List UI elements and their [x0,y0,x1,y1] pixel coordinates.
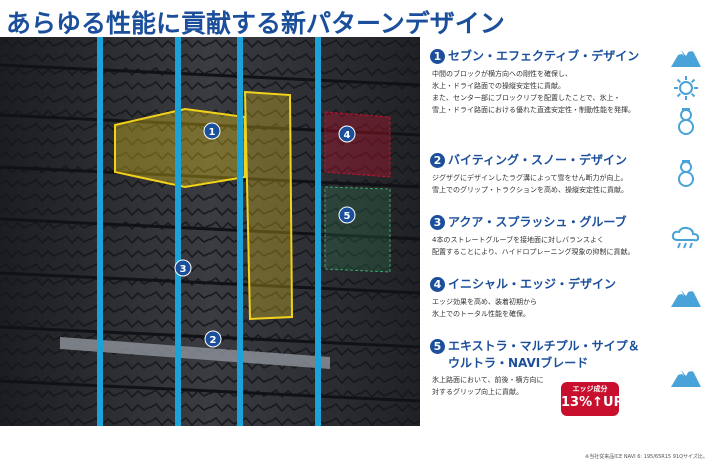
feature-1-title: セブン・エフェクティブ・デザイン [448,49,640,63]
feature-2-desc: ジグザグにデザインしたラグ溝によって雪をせん断力が向上。 雪上でのグリップ・トラ… [432,172,664,196]
tread-marker-4-label: 4 [344,130,351,141]
feature-2-desc-line: ジグザグにデザインしたラグ溝によって雪をせん断力が向上。 [432,174,628,182]
feature-5-desc-line: 氷上路面において、前後・横方向に [432,376,544,384]
feature-2-title: バイティング・スノー・デザイン [448,153,628,167]
tread-marker-1: 1 [203,122,221,140]
feature-5-desc-line: 対するグリップ向上に貢献。 [432,388,523,396]
feature-3-number: 3 [430,215,445,230]
feature-5-title: エキストラ・マルチプル・サイプ＆ [448,339,640,353]
feature-2-desc-line: 雪上でのグリップ・トラクションを高め、操縦安定性に貢献。 [432,186,628,194]
feature-5-title-line2: ウルトラ・NAVIブレード [448,356,589,370]
edge-badge-value: 13%↑UP! [561,395,630,410]
tread-marker-2: 2 [204,330,222,348]
feature-1-desc-line: 中間のブロックが横方向への剛性を確保し、 [432,70,572,78]
snowman-icon [678,160,694,187]
tire-tread-image: 1 2 3 4 5 [0,37,420,426]
feature-4-number: 4 [430,277,445,292]
sun-icon [674,76,698,100]
feature-5-number: 5 [430,339,445,354]
tread-marker-5: 5 [338,206,356,224]
feature-4-title: イニシャル・エッジ・デザイン [448,277,617,291]
feature-3-desc-line: 配置することにより、ハイドロプレーニング現象の抑制に貢献。 [432,248,635,256]
tread-marker-2-label: 2 [210,335,217,346]
tread-marker-3-label: 3 [180,264,187,275]
snowman-icon [678,108,694,135]
mountain-icon [671,287,701,307]
mountain-icon [671,47,701,67]
feature-3-desc-line: 4本のストレートグルーブを接地面に対しバランスよく [432,236,604,244]
headline: あらゆる性能に貢献する新パターンデザイン [6,9,505,38]
feature-4-desc: エッジ効果を高め、装着初期から 氷上でのトータル性能を確保。 [432,296,664,320]
footnote: ※当社従来品ICE NAVI 6: 195/65R15 91Qサイズ比。 [585,454,708,460]
feature-4-desc-line: エッジ効果を高め、装着初期から [432,298,537,306]
edge-badge-label: エッジ成分 [572,385,608,393]
feature-1-desc-line: また、センター部にブロックリブを配置したことで、氷上・ [432,94,621,102]
rain-cloud-icon [671,226,700,249]
edge-percentage-badge: エッジ成分 13%↑UP! [561,382,630,416]
feature-1-desc-line: 雪上・ドライ路面における優れた直進安定性・制動性能を発揮。 [432,106,635,114]
tread-marker-3: 3 [174,259,192,277]
tread-marker-1-label: 1 [209,127,216,138]
feature-1-desc-line: 氷上・ドライ路面での操縦安定性に貢献。 [432,82,565,90]
feature-5-desc: 氷上路面において、前後・横方向に 対するグリップ向上に貢献。 [432,374,664,398]
mountain-icon [671,367,701,387]
tread-marker-4: 4 [338,125,356,143]
feature-4-desc-line: 氷上でのトータル性能を確保。 [432,310,530,318]
feature-2-number: 2 [430,153,445,168]
feature-3-title: アクア・スプラッシュ・グルーブ [448,215,627,229]
tread-marker-5-label: 5 [344,211,351,222]
feature-3-desc: 4本のストレートグルーブを接地面に対しバランスよく 配置することにより、ハイドロ… [432,234,664,258]
feature-1-desc: 中間のブロックが横方向への剛性を確保し、 氷上・ドライ路面での操縦安定性に貢献。… [432,68,664,116]
feature-1-number: 1 [430,49,445,64]
